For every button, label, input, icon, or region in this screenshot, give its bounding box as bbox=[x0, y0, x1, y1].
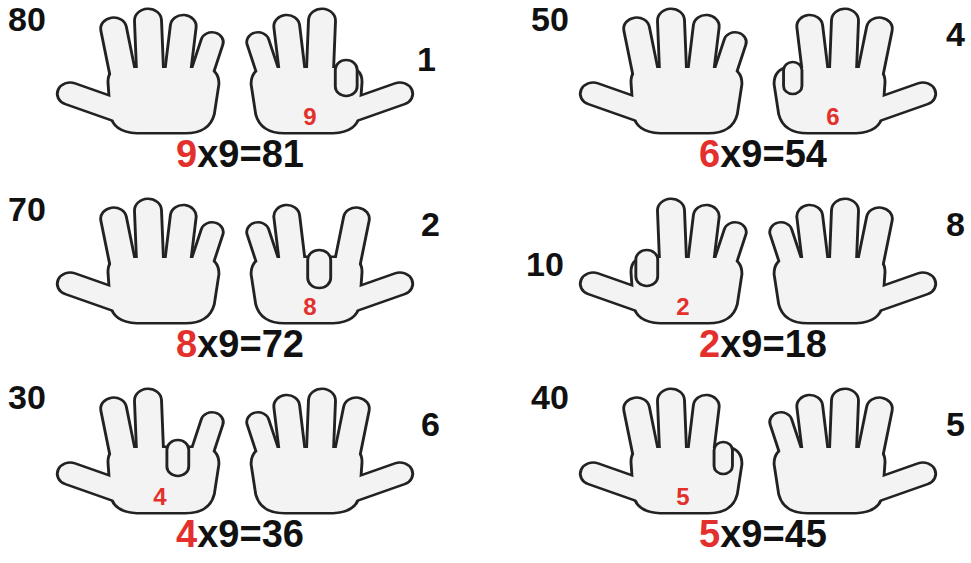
folded-finger-number: 6 bbox=[826, 105, 839, 129]
folded-finger-number: 5 bbox=[676, 485, 689, 509]
tens-number: 80 bbox=[8, 0, 46, 39]
ones-number: 4 bbox=[946, 15, 965, 54]
tens-number: 10 bbox=[526, 245, 564, 284]
hand bbox=[769, 390, 938, 512]
ones-number: 6 bbox=[421, 405, 440, 444]
ones-number: 2 bbox=[421, 205, 440, 244]
folded-finger-number: 4 bbox=[153, 485, 166, 509]
ones-number: 1 bbox=[417, 40, 436, 79]
equation-text: x9=54 bbox=[720, 133, 827, 175]
hand bbox=[578, 10, 747, 132]
hand bbox=[578, 200, 747, 322]
multiplier-digit: 8 bbox=[176, 323, 197, 365]
equation-text: x9=36 bbox=[197, 513, 304, 555]
equation: 8x9=72 bbox=[176, 324, 304, 364]
multiplier-digit: 9 bbox=[176, 133, 197, 175]
hand bbox=[246, 205, 415, 322]
hand bbox=[246, 390, 415, 512]
hand bbox=[55, 390, 224, 512]
folded-finger-number: 9 bbox=[303, 105, 316, 129]
hand bbox=[55, 200, 224, 322]
tens-number: 30 bbox=[8, 378, 46, 417]
multiplier-digit: 6 bbox=[699, 133, 720, 175]
multiplier-digit: 2 bbox=[699, 323, 720, 365]
folded-finger-number: 8 bbox=[303, 295, 316, 319]
tens-number: 50 bbox=[531, 0, 569, 39]
equation: 6x9=54 bbox=[699, 134, 827, 174]
equation: 2x9=18 bbox=[699, 324, 827, 364]
equation-text: x9=81 bbox=[197, 133, 304, 175]
equation-text: x9=18 bbox=[720, 323, 827, 365]
tens-number: 40 bbox=[531, 378, 569, 417]
equation: 5x9=45 bbox=[699, 514, 827, 554]
ones-number: 8 bbox=[946, 205, 965, 244]
equation: 4x9=36 bbox=[176, 514, 304, 554]
equation: 9x9=81 bbox=[176, 134, 304, 174]
hand bbox=[55, 10, 224, 132]
ones-number: 5 bbox=[946, 405, 965, 444]
folded-finger-number: 2 bbox=[676, 295, 689, 319]
tens-number: 70 bbox=[8, 190, 46, 229]
hand bbox=[776, 10, 938, 132]
hand bbox=[578, 390, 740, 512]
equation-text: x9=72 bbox=[197, 323, 304, 365]
multiplier-digit: 4 bbox=[176, 513, 197, 555]
hand bbox=[769, 200, 938, 322]
multiplier-digit: 5 bbox=[699, 513, 720, 555]
equation-text: x9=45 bbox=[720, 513, 827, 555]
hand bbox=[246, 10, 415, 132]
